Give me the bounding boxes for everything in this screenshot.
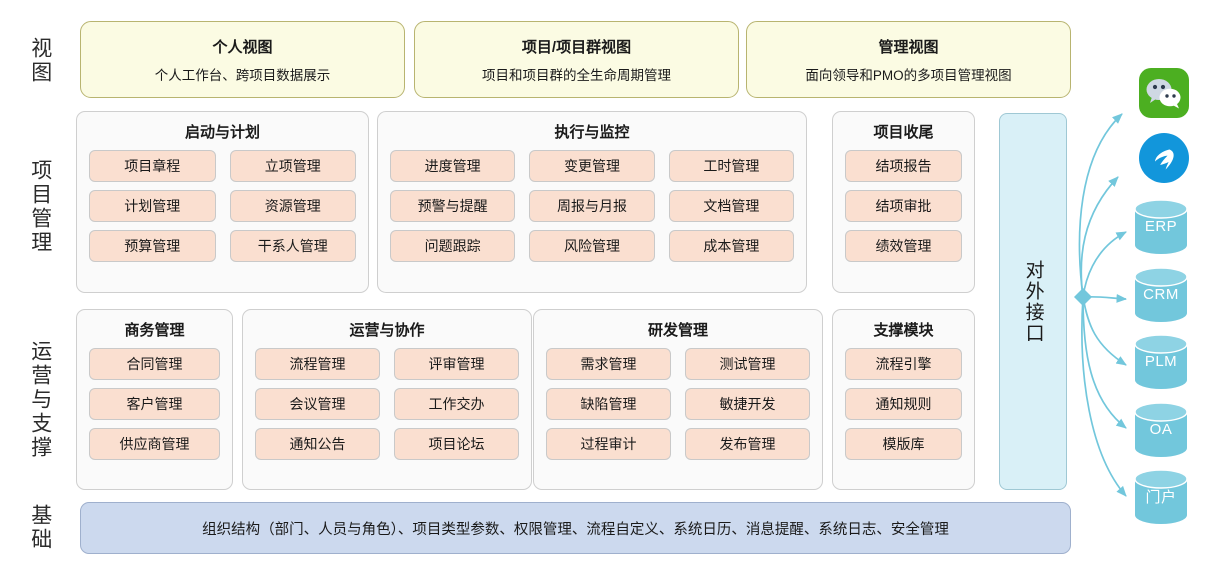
band-label-view: 视图 (12, 22, 68, 100)
band-label-operations-text: 运营与支撑 (28, 340, 52, 460)
view-card-personal-title: 个人视图 (212, 38, 273, 56)
module-item[interactable]: 预算管理 (89, 230, 216, 262)
external-system-wechat[interactable] (1136, 68, 1192, 118)
group-business-management: 商务管理 合同管理 客户管理 供应商管理 (76, 309, 233, 490)
view-card-project[interactable]: 项目/项目群视图 项目和项目群的全生命周期管理 (414, 21, 739, 98)
module-item[interactable]: 合同管理 (89, 348, 220, 380)
module-item[interactable]: 成本管理 (668, 230, 794, 262)
oa-cylinder-label: OA (1149, 420, 1173, 438)
view-card-management-subtitle: 面向领导和PMO的多项目管理视图 (805, 67, 1012, 83)
external-system-oa[interactable]: OA (1133, 403, 1189, 457)
module-item[interactable]: 会议管理 (255, 388, 380, 420)
group-support-modules: 支撑模块 流程引擎 通知规则 模版库 (832, 309, 975, 490)
band-label-foundation: 基础 (12, 498, 68, 558)
module-item[interactable]: 问题跟踪 (390, 230, 516, 262)
module-item[interactable]: 评审管理 (394, 348, 519, 380)
group-operations-collaboration-modules: 流程管理 评审管理 会议管理 工作交办 通知公告 项目论坛 (255, 348, 519, 479)
module-item[interactable]: 绩效管理 (845, 230, 962, 262)
module-item[interactable]: 过程审计 (546, 428, 671, 460)
module-item[interactable]: 立项管理 (229, 150, 356, 182)
erp-cylinder-label: ERP (1144, 217, 1178, 235)
module-item[interactable]: 资源管理 (229, 190, 356, 222)
group-project-closure: 项目收尾 结项报告 结项审批 绩效管理 (832, 111, 975, 293)
group-rnd-management-modules: 需求管理 测试管理 缺陷管理 敏捷开发 过程审计 发布管理 (546, 348, 810, 479)
external-interface-panel[interactable]: 对外接口 (999, 113, 1067, 490)
module-item[interactable]: 结项报告 (845, 150, 962, 182)
module-item[interactable]: 计划管理 (89, 190, 216, 222)
view-card-project-subtitle: 项目和项目群的全生命周期管理 (482, 67, 671, 83)
module-item[interactable]: 干系人管理 (229, 230, 356, 262)
module-item[interactable]: 结项审批 (845, 190, 962, 222)
group-execution-monitoring-modules: 进度管理 变更管理 工时管理 预警与提醒 周报与月报 文档管理 问题跟踪 风险管… (390, 150, 794, 282)
module-item[interactable]: 进度管理 (390, 150, 516, 182)
group-initiation-planning-title: 启动与计划 (184, 124, 260, 141)
module-item[interactable]: 通知公告 (255, 428, 380, 460)
view-card-project-title: 项目/项目群视图 (521, 38, 632, 56)
group-operations-collaboration: 运营与协作 流程管理 评审管理 会议管理 工作交办 通知公告 项目论坛 (242, 309, 532, 490)
group-business-management-title: 商务管理 (124, 322, 185, 339)
view-card-management[interactable]: 管理视图 面向领导和PMO的多项目管理视图 (746, 21, 1071, 98)
view-card-personal[interactable]: 个人视图 个人工作台、跨项目数据展示 (80, 21, 405, 98)
group-support-modules-modules: 流程引擎 通知规则 模版库 (845, 348, 962, 479)
module-item[interactable]: 项目章程 (89, 150, 216, 182)
module-item[interactable]: 发布管理 (685, 428, 810, 460)
group-operations-collaboration-title: 运营与协作 (349, 322, 425, 339)
erp-cylinder: ERP (1133, 200, 1189, 254)
connector-hub (1074, 288, 1092, 306)
portal-cylinder-label: 门户 (1145, 489, 1177, 507)
band-label-foundation-text: 基础 (28, 504, 52, 552)
external-system-portal[interactable]: 门户 (1133, 470, 1189, 524)
external-system-crm[interactable]: CRM (1133, 268, 1189, 322)
plm-cylinder-label: PLM (1144, 352, 1178, 370)
group-initiation-planning: 启动与计划 项目章程 立项管理 计划管理 资源管理 预算管理 干系人管理 (76, 111, 369, 293)
external-interface-label: 对外接口 (1022, 259, 1044, 344)
band-label-operations: 运营与支撑 (12, 310, 68, 490)
group-execution-monitoring-title: 执行与监控 (554, 124, 630, 141)
module-item[interactable]: 周报与月报 (529, 190, 655, 222)
module-item[interactable]: 流程引擎 (845, 348, 962, 380)
plm-cylinder: PLM (1133, 335, 1189, 389)
module-item[interactable]: 敏捷开发 (685, 388, 810, 420)
module-item[interactable]: 客户管理 (89, 388, 220, 420)
module-item[interactable]: 项目论坛 (394, 428, 519, 460)
module-item[interactable]: 流程管理 (255, 348, 380, 380)
view-card-personal-subtitle: 个人工作台、跨项目数据展示 (154, 67, 331, 83)
module-item[interactable]: 文档管理 (668, 190, 794, 222)
module-item[interactable]: 需求管理 (546, 348, 671, 380)
oa-cylinder: OA (1133, 403, 1189, 457)
foundation-bar-text: 组织结构（部门、人员与角色）、项目类型参数、权限管理、流程自定义、系统日历、消息… (202, 521, 949, 538)
module-item[interactable]: 模版库 (845, 428, 962, 460)
external-system-erp[interactable]: ERP (1133, 200, 1189, 254)
group-business-management-modules: 合同管理 客户管理 供应商管理 (89, 348, 220, 479)
module-item[interactable]: 测试管理 (685, 348, 810, 380)
crm-cylinder-label: CRM (1143, 285, 1179, 303)
group-project-closure-modules: 结项报告 结项审批 绩效管理 (845, 150, 962, 282)
group-rnd-management-title: 研发管理 (647, 322, 708, 339)
portal-cylinder: 门户 (1133, 470, 1189, 524)
module-item[interactable]: 变更管理 (529, 150, 655, 182)
module-item[interactable]: 工时管理 (668, 150, 794, 182)
module-item[interactable]: 通知规则 (845, 388, 962, 420)
crm-cylinder: CRM (1133, 268, 1189, 322)
foundation-bar: 组织结构（部门、人员与角色）、项目类型参数、权限管理、流程自定义、系统日历、消息… (80, 502, 1071, 554)
group-support-modules-title: 支撑模块 (873, 322, 934, 339)
band-label-view-text: 视图 (28, 37, 52, 85)
band-label-project: 项目管理 (12, 118, 68, 296)
external-system-plm[interactable]: PLM (1133, 335, 1189, 389)
band-label-project-text: 项目管理 (28, 159, 52, 255)
module-item[interactable]: 工作交办 (394, 388, 519, 420)
module-item[interactable]: 预警与提醒 (390, 190, 516, 222)
group-rnd-management: 研发管理 需求管理 测试管理 缺陷管理 敏捷开发 过程审计 发布管理 (533, 309, 823, 490)
group-initiation-planning-modules: 项目章程 立项管理 计划管理 资源管理 预算管理 干系人管理 (89, 150, 356, 282)
module-item[interactable]: 风险管理 (529, 230, 655, 262)
module-item[interactable]: 供应商管理 (89, 428, 220, 460)
dingtalk-icon (1139, 133, 1189, 183)
group-execution-monitoring: 执行与监控 进度管理 变更管理 工时管理 预警与提醒 周报与月报 文档管理 问题… (377, 111, 807, 293)
group-project-closure-title: 项目收尾 (873, 124, 934, 141)
module-item[interactable]: 缺陷管理 (546, 388, 671, 420)
view-card-management-title: 管理视图 (878, 38, 939, 56)
wechat-icon (1139, 68, 1189, 118)
external-system-dingtalk[interactable] (1136, 133, 1192, 183)
